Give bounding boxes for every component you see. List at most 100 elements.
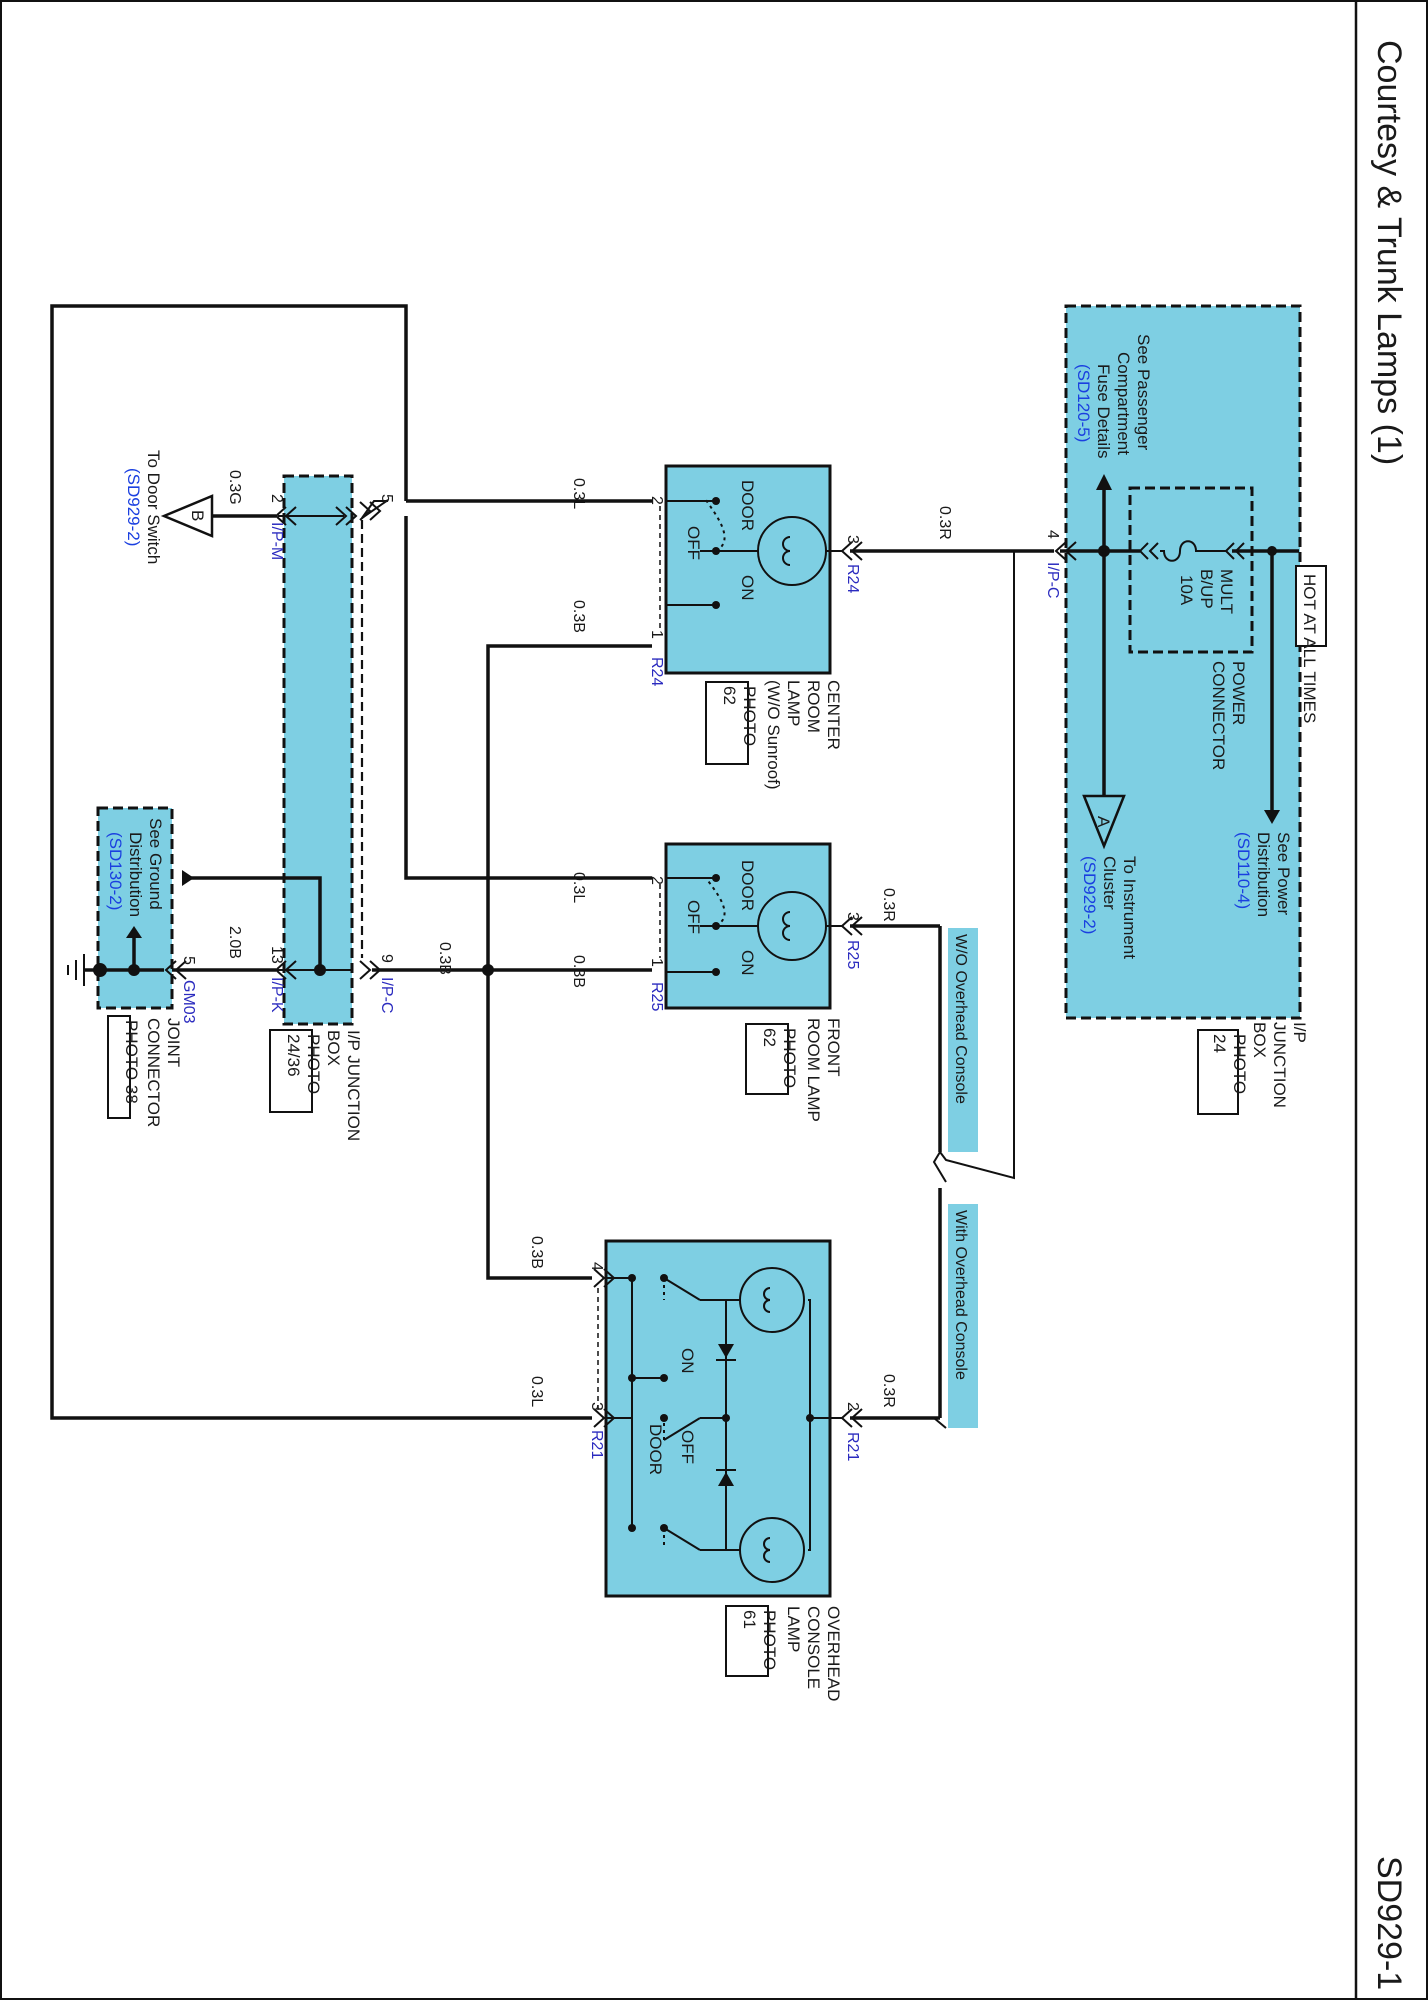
front-photo-tag — [745, 1023, 789, 1095]
page-code: SD929-1 — [1370, 1856, 1408, 1990]
instrument-cluster-ref: (SD929-2) — [1080, 856, 1099, 934]
power-distribution-arrow — [1264, 810, 1280, 824]
center-caption-4: (W/O Sunroof) — [764, 680, 783, 790]
ip-m-pin2: 2 — [268, 494, 285, 503]
terminal-b-label: B — [188, 510, 207, 521]
front-caption-2: ROOM LAMP — [804, 1018, 823, 1122]
fuse-name-2: B/UP — [1197, 569, 1216, 609]
center-photo-tag — [705, 681, 749, 765]
option-split — [932, 1151, 947, 1183]
ip-junction-box-panel — [1064, 304, 1302, 1020]
front-r25-top: R25 — [844, 940, 861, 969]
center-bulb-icon — [757, 516, 827, 586]
ip-c-pin9: 9 — [378, 954, 395, 963]
overhead-photo-tag — [725, 1605, 769, 1677]
power-connector-box — [1128, 486, 1254, 654]
center-photo-number: 62 — [720, 686, 739, 705]
center-caption-2: ROOM — [804, 680, 823, 733]
power-distribution-line-1: See Power — [1274, 832, 1293, 915]
ipjb-photo-number: 24 — [1210, 1034, 1229, 1053]
center-caption-1: CENTER — [824, 680, 843, 750]
ip-c-bottom-label: I/P-C — [378, 977, 395, 1013]
ip-c-pin4-chevron — [1054, 541, 1077, 561]
hot-at-all-times-tag — [1295, 565, 1327, 647]
passenger-fuse-line-2: Compartment — [1114, 352, 1133, 455]
front-switch-arm — [705, 877, 726, 927]
overhead-r21-bottom: R21 — [588, 1430, 605, 1459]
overhead-bulb-1-filament — [763, 1287, 771, 1313]
front-pin1: 1 — [648, 958, 665, 967]
overhead-contact-2a — [660, 1414, 668, 1422]
overhead-wire-03r: 0.3R — [880, 1374, 897, 1408]
center-r24-top: R24 — [844, 564, 861, 593]
ipstrip-caption-1: I/P JUNCTION — [344, 1030, 363, 1141]
front-pin2: 2 — [648, 876, 665, 885]
instrument-cluster-line-1: To Instrument — [1120, 856, 1139, 959]
overhead-bulb-1-icon — [739, 1267, 805, 1333]
center-wire-03l: 0.3L — [570, 478, 587, 509]
ground-node — [93, 963, 107, 977]
door-switch-ref: (SD929-2) — [124, 468, 143, 546]
fuse-symbol — [1160, 540, 1226, 562]
wire-03g-label: 0.3G — [226, 470, 243, 505]
ground-line-1: See Ground — [146, 818, 165, 910]
ip-c-pin4-label: 4 — [1044, 530, 1061, 539]
overhead-pin3-chevron — [593, 1408, 616, 1428]
front-r25-bottom: R25 — [648, 982, 665, 1011]
ipstrip-caption-2: BOX — [324, 1030, 343, 1066]
overhead-caption-1: OVERHEAD — [824, 1606, 843, 1701]
overhead-contact-3a — [660, 1524, 668, 1532]
instrument-cluster-terminal-a — [1082, 794, 1126, 850]
overhead-pin3: 3 — [588, 1402, 605, 1411]
overhead-photo-number: 61 — [740, 1610, 759, 1629]
fuse-details-arrow — [1096, 474, 1112, 490]
door-switch-line-1: To Door Switch — [144, 450, 163, 564]
joint-caption-1: JOINT — [164, 1018, 183, 1067]
ipjb-caption-1: I/P — [1290, 1022, 1309, 1043]
overhead-bulb-2-icon — [739, 1517, 805, 1583]
door-switch-terminal-b — [160, 494, 214, 538]
page-title: Courtesy & Trunk Lamps (1) — [1370, 40, 1408, 465]
overhead-diode-1 — [718, 1344, 734, 1358]
gm03-pin5: 5 — [180, 956, 197, 965]
front-on-label: ON — [738, 950, 757, 976]
passenger-fuse-ref: (SD120-5) — [1074, 364, 1093, 442]
ground-line-2: Distribution — [126, 832, 145, 917]
passenger-fuse-line-3: Fuse Details — [1094, 364, 1113, 458]
overhead-bulb-common — [808, 1299, 811, 1551]
wo-console-label: W/O Overhead Console — [952, 934, 969, 1104]
ipjb-caption-3: BOX — [1250, 1022, 1269, 1058]
joint-caption-2: CONNECTOR — [144, 1018, 163, 1127]
center-pin2: 2 — [648, 496, 665, 505]
ipjb-photo-label: PHOTO — [1230, 1034, 1249, 1094]
overhead-bulb-2-filament — [763, 1537, 771, 1563]
front-wire-03l: 0.3L — [570, 872, 587, 903]
center-r24-bottom: R24 — [648, 657, 665, 686]
overhead-switch-1-arm — [663, 1277, 701, 1301]
front-door-label: DOOR — [738, 860, 757, 911]
wo-console-band — [948, 928, 978, 1152]
ground-ref: (SD130-2) — [106, 832, 125, 910]
center-bulb-filament — [782, 536, 791, 566]
ground-branch-wire — [182, 876, 322, 970]
joint-photo-label: PHOTO 38 — [122, 1020, 141, 1104]
joint-photo-tag — [107, 1015, 131, 1119]
ipstrip-photo-number: 24/36 — [284, 1034, 303, 1077]
ip-k-pin13: 13 — [268, 946, 285, 964]
ip-m-label: I/P-M — [268, 522, 285, 560]
power-distribution-ref: (SD110-4) — [1234, 832, 1253, 909]
power-connector-label-2: CONNECTOR — [1209, 661, 1228, 770]
center-on-label: ON — [738, 575, 757, 601]
overhead-r21-top: R21 — [844, 1432, 861, 1461]
gm03-label: GM03 — [180, 980, 197, 1024]
overhead-pin4: 4 — [588, 1262, 605, 1271]
power-distribution-line-2: Distribution — [1254, 832, 1273, 917]
overhead-on-bus — [620, 1277, 664, 1379]
ground-wire-20b-label: 2.0B — [226, 926, 243, 959]
overhead-caption-2: CONSOLE — [804, 1606, 823, 1689]
overhead-photo-label: PHOTO — [760, 1610, 779, 1670]
ground-distribution-arrow — [126, 926, 142, 938]
